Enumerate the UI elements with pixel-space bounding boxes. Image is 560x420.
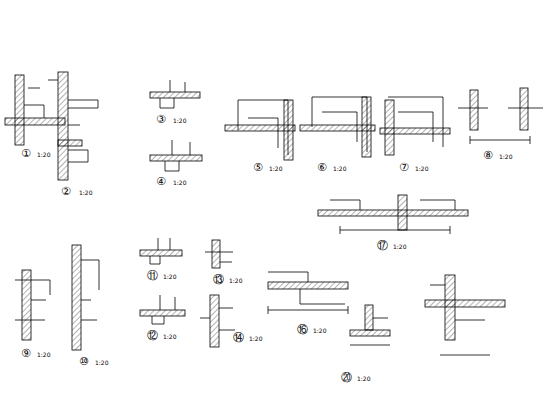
scale-label: 1:20 bbox=[36, 352, 51, 358]
callout-number: ⑪ bbox=[146, 270, 159, 281]
scale-label: 1:20 bbox=[392, 244, 407, 250]
scale-label: 1:20 bbox=[172, 118, 187, 124]
scale-label: 1:20 bbox=[94, 360, 109, 366]
scale-label: 1:20 bbox=[248, 336, 263, 342]
callout-number: ⑳ bbox=[340, 372, 353, 383]
scale-label: 1:20 bbox=[172, 180, 187, 186]
scale-label: 1:20 bbox=[78, 190, 93, 196]
callout-number: ⑨ bbox=[20, 348, 32, 359]
callout-number: ⑫ bbox=[146, 330, 159, 341]
scale-label: 1:20 bbox=[414, 166, 429, 172]
scale-label: 1:20 bbox=[312, 328, 327, 334]
callout-number: ③ bbox=[155, 114, 167, 125]
callout-number: ④ bbox=[155, 176, 167, 187]
callout-number: ⑦ bbox=[398, 162, 410, 173]
callout-number: ② bbox=[60, 186, 72, 197]
scale-label: 1:20 bbox=[228, 278, 243, 284]
scale-label: 1:20 bbox=[162, 334, 177, 340]
callout-number: ⑧ bbox=[482, 150, 494, 161]
scale-label: 1:20 bbox=[162, 274, 177, 280]
callout-number: ⑤ bbox=[252, 162, 264, 173]
scale-label: 1:20 bbox=[332, 166, 347, 172]
scale-label: 1:20 bbox=[36, 152, 51, 158]
callout-number: ⑩ bbox=[78, 356, 90, 367]
callout-number: ⑬ bbox=[212, 274, 225, 285]
scale-label: 1:20 bbox=[356, 376, 371, 382]
scale-label: 1:20 bbox=[498, 154, 513, 160]
callout-number: ⑥ bbox=[316, 162, 328, 173]
callout-number: ⑯ bbox=[296, 324, 309, 335]
callout-number: ⑭ bbox=[232, 332, 245, 343]
callout-number: ① bbox=[20, 148, 32, 159]
scale-label: 1:20 bbox=[268, 166, 283, 172]
callout-number: ⑰ bbox=[376, 240, 389, 251]
